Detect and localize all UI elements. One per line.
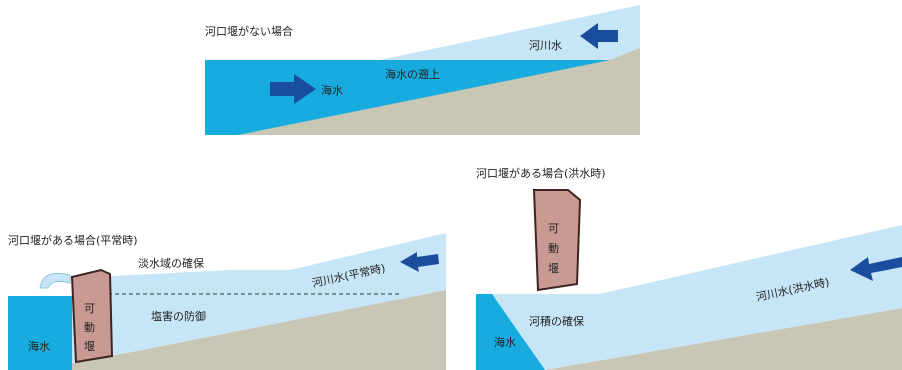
sea-water: [8, 296, 72, 370]
freshwater-body: [40, 233, 446, 370]
sea-water: [205, 60, 610, 135]
river-water: [380, 5, 640, 60]
intrusion-label: 海水の遡上: [385, 67, 440, 81]
panel-without-barrage: 河口堰がない場合 海水 河川水 海水の遡上: [205, 5, 640, 135]
overflow-spill: [39, 272, 71, 289]
sea-label: 海水: [494, 335, 516, 349]
gate-char-2: 動: [84, 320, 95, 334]
freshwater-label: 淡水域の確保: [138, 256, 204, 270]
caption-barrage-normal: 河口堰がある場合(平常時): [8, 233, 138, 247]
sea-label: 海水: [321, 83, 343, 97]
gate-char-3: 堰: [548, 262, 559, 275]
gate-char-2: 動: [548, 241, 559, 255]
caption-without-barrage: 河口堰がない場合: [205, 24, 293, 38]
river-flow-arrow: [400, 252, 439, 272]
movable-gate: [70, 268, 114, 364]
river-flow-arrow: [850, 257, 902, 281]
caption-barrage-flood: 河口堰がある場合(洪水時): [476, 166, 606, 180]
gate-char-3: 堰: [84, 340, 95, 353]
channel-capacity-label: 河積の確保: [529, 314, 584, 328]
movable-gate-raised: [532, 189, 582, 292]
seawater-inflow-arrow: [270, 74, 316, 104]
river-flow-arrow: [580, 23, 618, 49]
gate-char-1: 可: [548, 222, 559, 235]
river-water: [476, 225, 902, 370]
salt-damage-label: 塩害の防御: [151, 309, 206, 323]
sea-water: [476, 294, 545, 370]
gate-char-1: 可: [84, 302, 95, 315]
sea-label: 海水: [28, 339, 50, 353]
river-label: 河川水: [529, 39, 562, 52]
panel-barrage-flood: 河口堰がある場合(洪水時) 河積の確保 河川水(洪水時) 海水 可 動 堰: [476, 166, 902, 370]
panel-barrage-normal: 河口堰がある場合(平常時) 淡水域の確保 塩害の防御 河川水(平常時) 海水 可…: [8, 233, 446, 370]
